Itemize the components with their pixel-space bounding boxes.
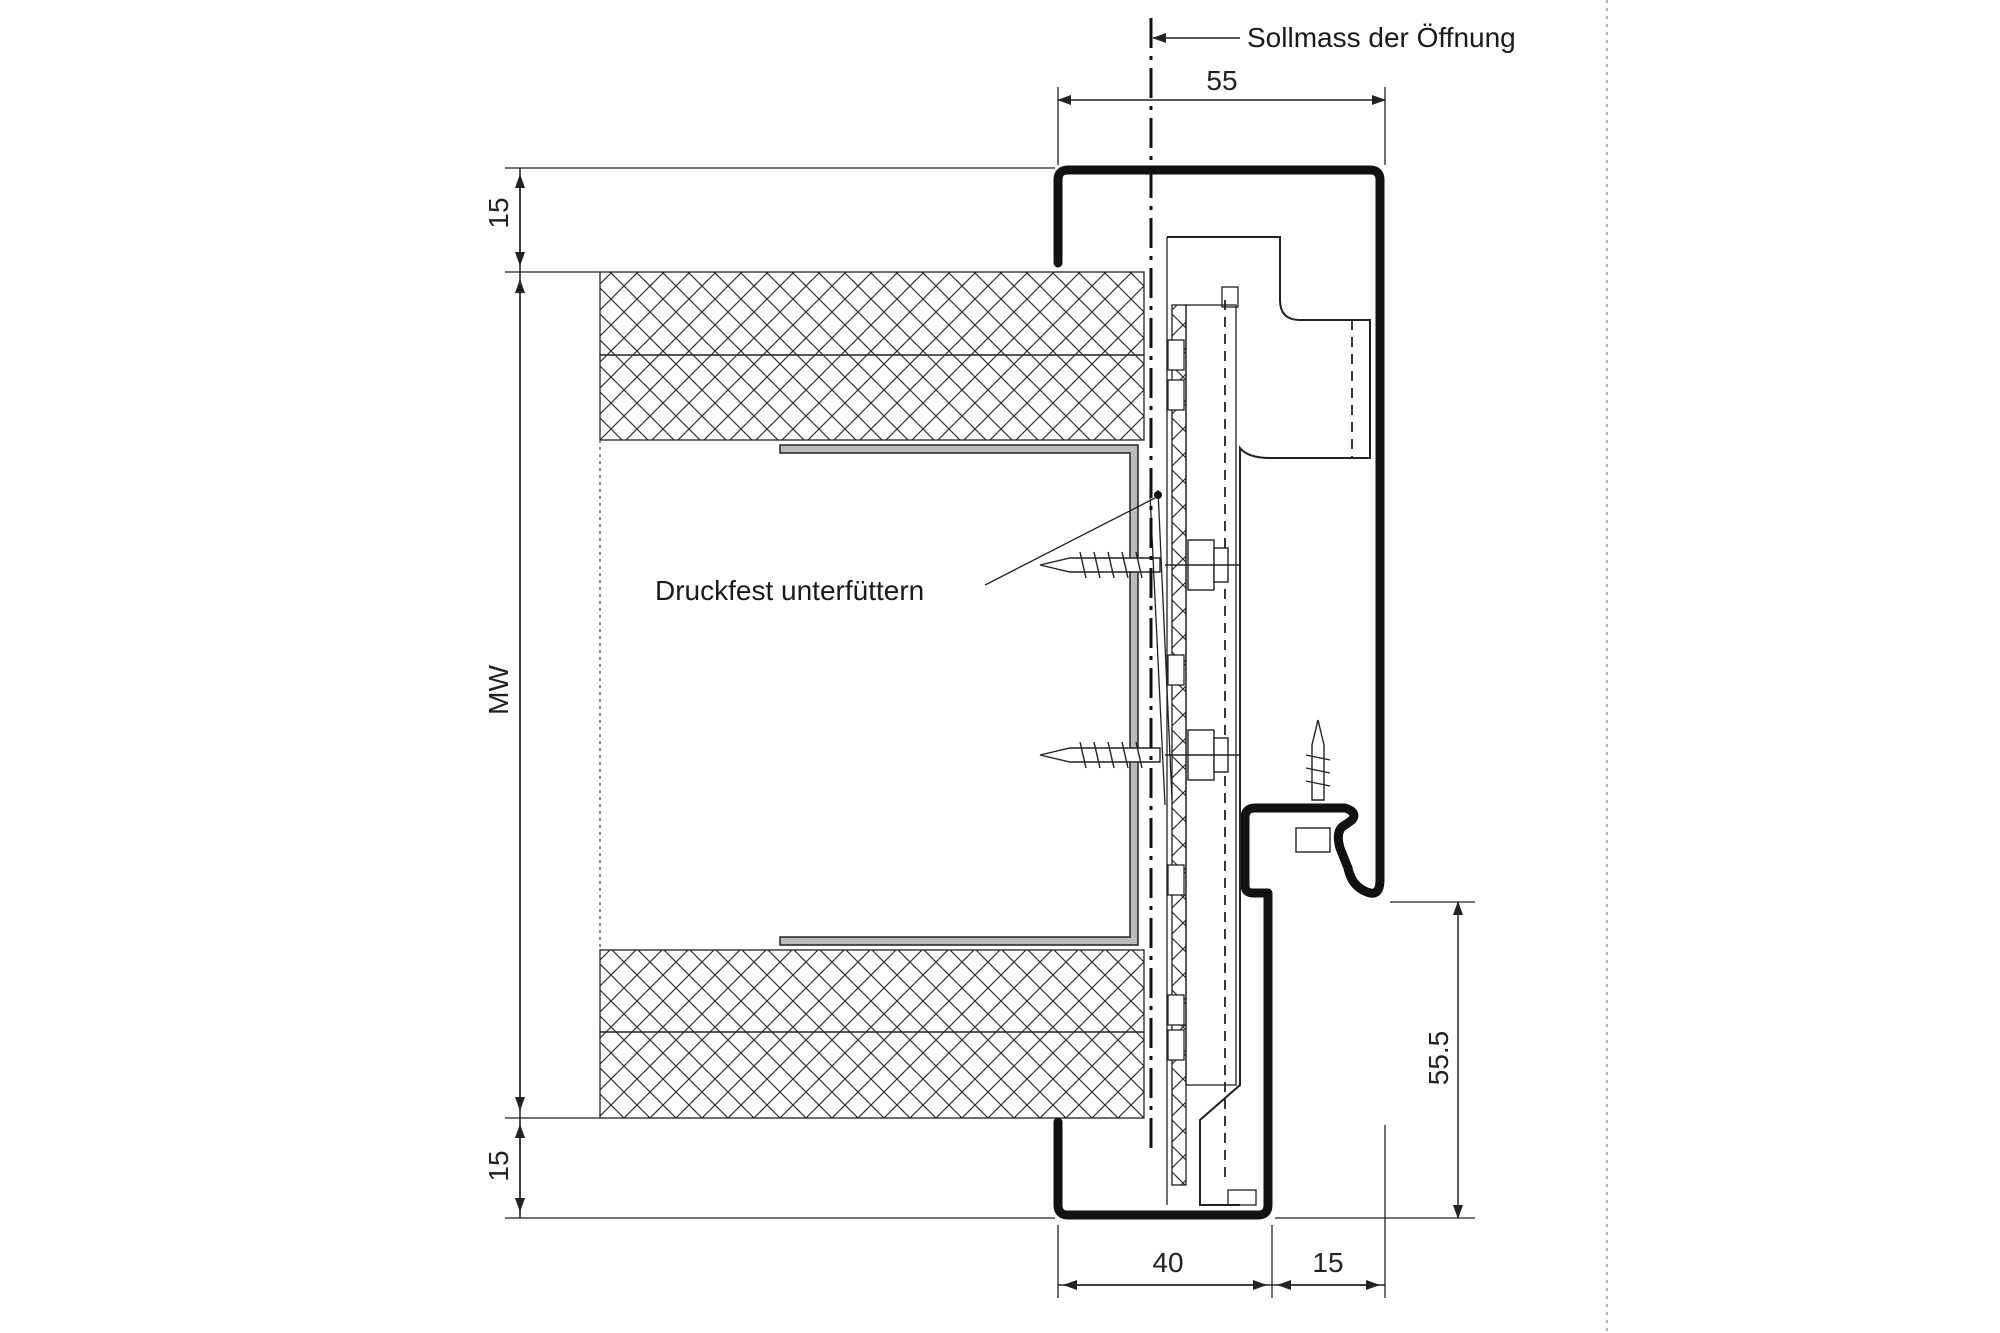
opening-reference-label: Sollmass der Öffnung xyxy=(1247,22,1516,53)
svg-text:55: 55 xyxy=(1206,65,1237,96)
shim-leader xyxy=(984,497,1156,586)
svg-text:MW: MW xyxy=(483,665,514,715)
wall-insulation-bottom xyxy=(599,949,1145,1119)
wall-insulation-top xyxy=(599,271,1145,441)
svg-text:55.5: 55.5 xyxy=(1423,1031,1454,1086)
dimension-left-chain: 15 MW 15 xyxy=(483,167,1055,1219)
anchor-plate-bottom-lug xyxy=(1227,1189,1257,1206)
anchor-screw-lower xyxy=(1039,729,1240,781)
steel-frame-profile xyxy=(1053,165,1385,1220)
plate-tabs xyxy=(1167,339,1185,1061)
door-leaf-outline xyxy=(1167,236,1371,1206)
dimension-bottom: 40 15 xyxy=(1057,1125,1386,1298)
svg-text:15: 15 xyxy=(483,1150,514,1181)
svg-text:40: 40 xyxy=(1152,1247,1183,1278)
anchor-plate-top-lug xyxy=(1221,286,1239,308)
anchor-screw-upper xyxy=(1039,539,1240,591)
anchor-plate-2 xyxy=(1185,304,1237,1086)
shim-note-label: Druckfest unterfüttern xyxy=(655,575,924,606)
dimension-top-55: 55 xyxy=(1057,65,1386,165)
svg-text:15: 15 xyxy=(483,197,514,228)
frame-screw xyxy=(1295,719,1331,853)
dimension-right-55-5: 55.5 xyxy=(1275,901,1475,1219)
shim-point xyxy=(1154,491,1162,499)
metal-stud-profile xyxy=(779,444,1139,946)
svg-text:15: 15 xyxy=(1312,1247,1343,1278)
